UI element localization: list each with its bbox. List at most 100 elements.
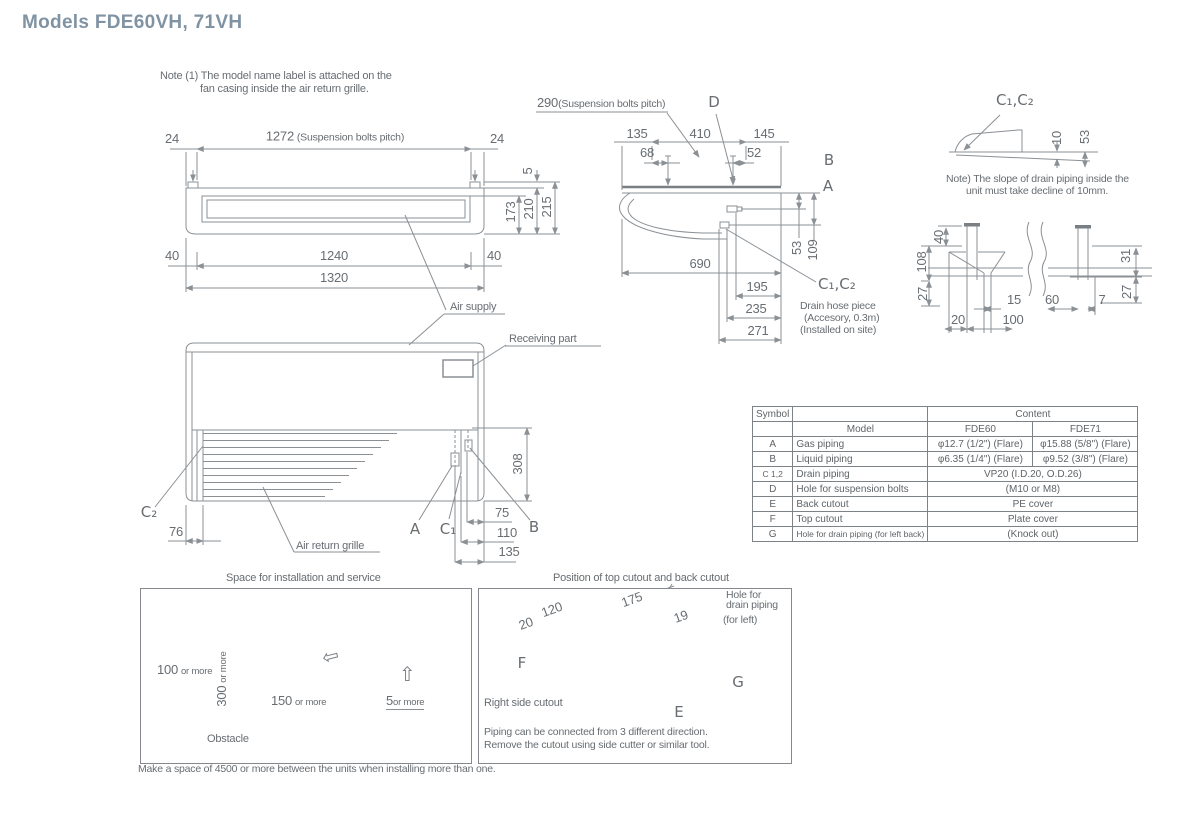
note-1-line2: fan casing inside the air return grille. [200, 83, 369, 95]
label-c1c2-side: C₁,C₂ [818, 275, 856, 293]
table-row: B Liquid piping φ6.35 (1/4") (Flare) φ9.… [751, 451, 1139, 467]
label-b-side: B [823, 150, 835, 169]
table-row: C 1,2 Drain piping VP20 (I.D.20, O.D.26) [751, 466, 1139, 482]
dim-110: 110 [496, 524, 518, 540]
slope-note-line2: unit must take decline of 10mm. [966, 185, 1109, 197]
air-return-grille-label: Air return grille [296, 540, 365, 552]
receiving-part-label: Receiving part [509, 333, 577, 345]
dim-215: 215 [538, 196, 554, 218]
table-header-symbol: Symbol [751, 406, 794, 422]
dim-15: 15 [1006, 291, 1022, 307]
dim-109: 109 [804, 239, 820, 261]
dim-271: 271 [747, 322, 769, 338]
drain-hose-note-line1: Drain hose piece [800, 300, 876, 312]
dim-150-or-more: 150 or more [271, 693, 327, 708]
label-c1c2-detail: C₁,C₂ [996, 91, 1034, 109]
hole-drain-line3: (for left) [723, 614, 758, 626]
install-service-panel [140, 588, 472, 764]
dim-145: 145 [753, 125, 775, 141]
slope-detail [949, 114, 1098, 168]
front-view-pipes [450, 430, 473, 474]
dim-308: 308 [509, 453, 525, 475]
bracket-detail [921, 221, 1152, 333]
cutout-note-line2: Remove the cutout using side cutter or s… [484, 739, 710, 751]
dim-1240: 1240 [319, 247, 349, 263]
dim-68: 68 [639, 144, 655, 160]
cutout-box-title: Position of top cutout and back cutout [553, 572, 729, 584]
drain-hose-note-line2: (Accesory, 0.3m) [804, 312, 880, 324]
label-c2: C₂ [140, 502, 158, 521]
table-row: A Gas piping φ12.7 (1/2") (Flare) φ15.88… [751, 436, 1139, 452]
label-b: B [528, 517, 540, 536]
front-view-grille [203, 433, 397, 497]
dim-290-pitch: 290(Suspension bolts pitch) [537, 95, 666, 110]
right-side-cutout-label: Right side cutout [484, 697, 563, 709]
note-1-line1: Note (1) The model name label is attache… [160, 70, 392, 82]
table-row: Symbol Content [751, 406, 1139, 422]
dim-60: 60 [1044, 291, 1060, 307]
dim-135-side: 135 [626, 125, 648, 141]
dim-40-right: 40 [486, 247, 502, 263]
dim-75: 75 [494, 504, 510, 520]
dim-5-or-more: 5or more [386, 693, 425, 711]
dim-1272-pitch: 1272 (Suspension bolts pitch) [265, 128, 405, 144]
dim-1320: 1320 [319, 269, 349, 285]
cutout-note-line1: Piping can be connected from 3 different… [484, 726, 708, 738]
table-header-content: Content [927, 406, 1139, 422]
label-d: D [708, 92, 720, 111]
piping-spec-table: Symbol Content Model FDE60 FDE71 A Gas p… [751, 406, 1139, 542]
dim-100: 100 [1002, 311, 1024, 327]
hole-drain-line1: Hole for [726, 589, 762, 601]
dim-40-left: 40 [164, 247, 180, 263]
dim-300-or-more: 300 or more [213, 651, 229, 707]
dim-76: 76 [168, 523, 184, 539]
label-g: G [732, 672, 744, 691]
drain-hose-note-line3: (Installed on site) [800, 324, 877, 336]
dim-235: 235 [745, 300, 767, 316]
dim-7: 7 [1098, 291, 1106, 307]
top-view-outline [185, 170, 485, 235]
dim-31: 31 [1117, 248, 1133, 264]
dim-410: 410 [689, 125, 711, 141]
hole-drain-line2: drain piping [726, 599, 778, 611]
install-box-title: Space for installation and service [226, 572, 381, 584]
dim-5: 5 [519, 167, 535, 175]
table-row: G Hole for drain piping (for left back) … [751, 526, 1139, 542]
page-title: Models FDE60VH, 71VH [22, 12, 243, 33]
label-c1: C₁ [439, 519, 457, 538]
label-f: F [517, 653, 527, 672]
obstacle-label: Obstacle [207, 733, 249, 745]
dim-10: 10 [1048, 130, 1064, 146]
dim-100-or-more: 100 or more [157, 662, 213, 677]
table-header-fde71: FDE71 [1032, 421, 1139, 437]
dim-52: 52 [746, 144, 762, 160]
dim-27-left: 27 [914, 286, 930, 302]
table-row: F Top cutout Plate cover [751, 511, 1139, 527]
slope-note-line1: Note) The slope of drain piping inside t… [946, 173, 1129, 185]
install-caption: Make a space of 4500 or more between the… [138, 763, 496, 775]
air-supply-label: Air supply [450, 301, 497, 313]
dim-53-side: 53 [788, 240, 804, 256]
dim-24-left: 24 [164, 130, 180, 146]
direction-arrow-up-icon: ⇧ [399, 662, 416, 686]
label-e: E [674, 702, 684, 721]
dim-108: 108 [913, 251, 929, 273]
cutout-panel [478, 588, 792, 764]
dim-27-right: 27 [1118, 284, 1134, 300]
dim-40-bracket: 40 [930, 229, 946, 245]
dim-173: 173 [502, 201, 518, 223]
top-view-dims [168, 146, 560, 346]
table-row: E Back cutout PE cover [751, 496, 1139, 512]
dim-195: 195 [746, 278, 768, 294]
label-a: A [409, 519, 421, 538]
side-view-dims [536, 111, 821, 344]
dim-210: 210 [520, 198, 536, 220]
table-row: D Hole for suspension bolts (M10 or M8) [751, 481, 1139, 497]
dim-24-right: 24 [489, 130, 505, 146]
table-header-model: Model [792, 421, 929, 437]
label-a-side: A [822, 176, 834, 195]
dim-135-front: 135 [498, 543, 520, 559]
dim-20-bracket: 20 [950, 311, 966, 327]
dim-53-detail: 53 [1076, 129, 1092, 145]
